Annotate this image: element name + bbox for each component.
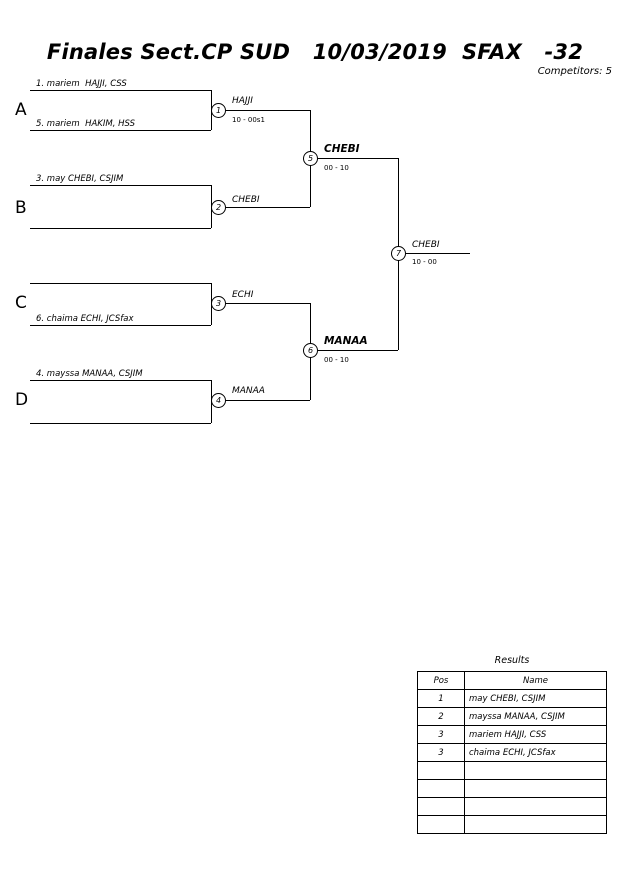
pool-d-top-line: [30, 380, 211, 381]
entrant-d-top: 4. mayssa MANAA, CSJIM: [36, 369, 143, 379]
pool-label-b: B: [15, 198, 27, 218]
results-panel: Results Pos Name 1 may CHEBI, CSJIM 2 ma…: [417, 655, 607, 834]
result-pos: 1: [417, 689, 465, 708]
match-6-winner: MANAA: [324, 335, 368, 347]
result-name: mariem HAJJI, CSS: [464, 725, 607, 744]
table-row: 1 may CHEBI, CSJIM: [417, 689, 607, 708]
result-name: may CHEBI, CSJIM: [464, 689, 607, 708]
match-6-score: 00 - 10: [324, 356, 349, 364]
result-name: [464, 761, 607, 780]
result-name: chaima ECHI, JCSfax: [464, 743, 607, 762]
result-name: [464, 779, 607, 798]
match-1-winner: HAJJI: [232, 96, 253, 106]
entrant-a-bottom: 5. mariem HAKIM, HSS: [36, 119, 135, 129]
results-col-name: Name: [464, 671, 607, 690]
match-7-winner: CHEBI: [412, 240, 440, 250]
match-7-score: 10 - 00: [412, 258, 437, 266]
result-name: [464, 815, 607, 834]
match-circle-2[interactable]: 2: [211, 200, 226, 215]
match-6-out-line: [318, 350, 398, 351]
competitors-count: Competitors: 5: [537, 66, 612, 77]
result-pos: [417, 761, 465, 780]
table-row: [417, 761, 607, 780]
pool-a-top-line: [30, 90, 211, 91]
result-pos: 3: [417, 743, 465, 762]
match-2-winner: CHEBI: [232, 195, 260, 205]
table-row: 3 mariem HAJJI, CSS: [417, 725, 607, 744]
pool-a-bottom-line: [30, 130, 211, 131]
match-2-out-line: [226, 207, 310, 208]
result-pos: 3: [417, 725, 465, 744]
match-circle-6[interactable]: 6: [303, 343, 318, 358]
match-1-score: 10 - 00s1: [232, 116, 265, 124]
entrant-b-top: 3. may CHEBI, CSJIM: [36, 174, 124, 184]
result-pos: [417, 797, 465, 816]
table-row: 2 mayssa MANAA, CSJIM: [417, 707, 607, 726]
table-row: 3 chaima ECHI, JCSfax: [417, 743, 607, 762]
pool-label-a: A: [15, 100, 27, 120]
pool-label-c: C: [15, 293, 27, 313]
entrant-a-top: 1. mariem HAJJI, CSS: [36, 79, 127, 89]
result-name: mayssa MANAA, CSJIM: [464, 707, 607, 726]
match-circle-3[interactable]: 3: [211, 296, 226, 311]
page-title: Finales Sect.CP SUD 10/03/2019 SFAX -32: [46, 40, 584, 64]
pool-c-bottom-line: [30, 325, 211, 326]
pool-d-bottom-line: [30, 423, 211, 424]
match-4-out-line: [226, 400, 310, 401]
entrant-c-bottom: 6. chaima ECHI, JCSfax: [36, 314, 134, 324]
result-pos: [417, 779, 465, 798]
results-header-row: Pos Name: [417, 671, 607, 690]
results-col-pos: Pos: [417, 671, 465, 690]
results-title: Results: [494, 655, 530, 666]
pool-b-bottom-line: [30, 228, 211, 229]
match-1-out-line: [226, 110, 310, 111]
table-row: [417, 797, 607, 816]
match-5-score: 00 - 10: [324, 164, 349, 172]
match-circle-1[interactable]: 1: [211, 103, 226, 118]
match-circle-5[interactable]: 5: [303, 151, 318, 166]
table-row: [417, 779, 607, 798]
match-5-out-line: [318, 158, 398, 159]
match-7-out-line: [406, 253, 470, 254]
pool-label-d: D: [15, 390, 29, 410]
match-circle-4[interactable]: 4: [211, 393, 226, 408]
match-4-winner: MANAA: [232, 386, 265, 396]
match-3-winner: ECHI: [232, 290, 254, 300]
pool-b-top-line: [30, 185, 211, 186]
match-5-winner: CHEBI: [324, 143, 360, 155]
pool-c-top-line: [30, 283, 211, 284]
result-pos: 2: [417, 707, 465, 726]
result-name: [464, 797, 607, 816]
match-circle-7[interactable]: 7: [391, 246, 406, 261]
table-row: [417, 815, 607, 834]
match-3-out-line: [226, 303, 310, 304]
result-pos: [417, 815, 465, 834]
results-table: Pos Name 1 may CHEBI, CSJIM 2 mayssa MAN…: [417, 671, 607, 834]
